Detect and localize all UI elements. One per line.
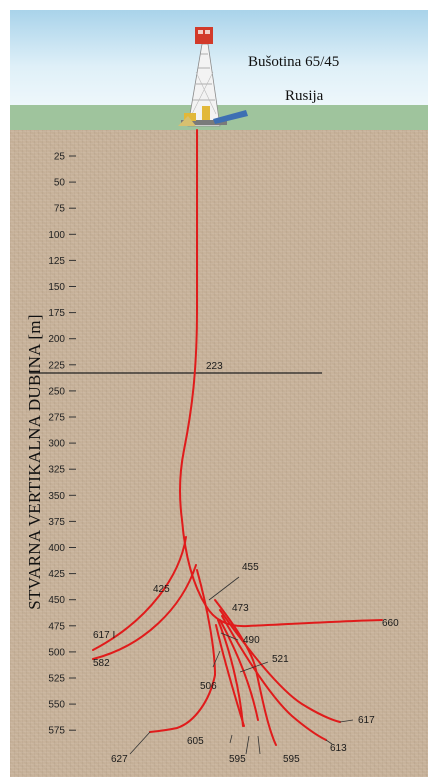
well-diagram: Bušotina 65/45 Rusija STVARNA VERTIKALNA…	[10, 10, 428, 777]
branch-depth-label: 455	[242, 562, 259, 573]
depth-tick-label: 325	[48, 465, 65, 476]
leader-line	[239, 661, 269, 673]
well-path	[92, 564, 197, 660]
depth-tick-label: 500	[48, 647, 65, 658]
well-path	[217, 619, 244, 727]
diagram-canvas: 25 50 75 100 125 150 175 200 225 250 275 300 325 350 3…	[30, 27, 399, 765]
branch-depth-label: 595	[229, 754, 246, 765]
depth-axis: 25 50 75 100 125 150 175 200 225 250 275 300 325 350 3…	[48, 152, 76, 737]
depth-tick-label: 175	[48, 308, 65, 319]
depth-tick-label: 525	[48, 674, 65, 685]
branch-depth-label: 627	[111, 754, 128, 765]
branch-depth-label: 582	[93, 658, 110, 669]
well-path	[219, 619, 259, 721]
drilling-rig-icon	[178, 27, 248, 127]
depth-tick-label: 275	[48, 413, 65, 424]
branch-depth-label: 613	[330, 743, 347, 754]
leader-line	[129, 731, 151, 755]
branch-depth-label: 490	[243, 635, 260, 646]
depth-tick-label: 25	[54, 152, 66, 163]
depth-tick-label: 475	[48, 621, 65, 632]
branch-depth-label: 521	[272, 654, 289, 665]
leader-line	[220, 632, 239, 641]
branch-depth-label: 660	[382, 618, 399, 629]
depth-tick-label: 200	[48, 334, 65, 345]
well-path	[149, 569, 217, 733]
branch-depth-label: 595	[283, 754, 300, 765]
depth-tick-label: 75	[54, 204, 66, 215]
depth-tick-label: 250	[48, 386, 65, 397]
soil-background	[10, 130, 428, 777]
branch-depth-label: 617	[358, 715, 375, 726]
leader-line	[257, 735, 261, 755]
branch-depth-label: 506	[200, 681, 217, 692]
leader-line	[212, 650, 221, 668]
depth-tick-label: 375	[48, 517, 65, 528]
leader-line	[245, 735, 250, 755]
well-path	[181, 519, 383, 628]
depth-tick-label: 50	[54, 178, 66, 189]
reference-depth-label: 223	[206, 361, 223, 372]
well-paths	[92, 129, 383, 746]
depth-tick-label: 350	[48, 491, 65, 502]
branch-depth-label: 605	[187, 736, 204, 747]
well-path	[92, 536, 187, 651]
well-path	[179, 129, 198, 521]
depth-tick-label: 550	[48, 700, 65, 711]
depth-tick-label: 450	[48, 595, 65, 606]
depth-tick-label: 300	[48, 439, 65, 450]
branch-depth-label: 425	[153, 584, 170, 595]
well-path	[219, 609, 341, 723]
leader-line	[325, 739, 333, 745]
depth-tick-label: 225	[48, 360, 65, 371]
depth-tick-label: 100	[48, 230, 65, 241]
diagram-subtitle: Rusija	[285, 88, 324, 104]
annotation-labels: 223 455 425 473 660 617 I 582 490 521 506 617 613 60…	[93, 361, 399, 765]
label-leaders	[129, 576, 354, 755]
leader-line	[229, 734, 233, 744]
well-path	[215, 624, 245, 727]
well-path	[221, 615, 327, 741]
leader-line	[339, 719, 354, 723]
diagram-title: Bušotina 65/45	[248, 54, 340, 70]
depth-tick-label: 400	[48, 543, 65, 554]
branch-depth-label: 473	[232, 603, 249, 614]
sky	[10, 10, 428, 105]
branch-depth-label: 617 I	[93, 630, 115, 641]
depth-tick-label: 425	[48, 569, 65, 580]
depth-tick-label: 125	[48, 256, 65, 267]
leader-line	[208, 576, 240, 601]
depth-tick-label: 150	[48, 282, 65, 293]
depth-tick-label: 575	[48, 726, 65, 737]
